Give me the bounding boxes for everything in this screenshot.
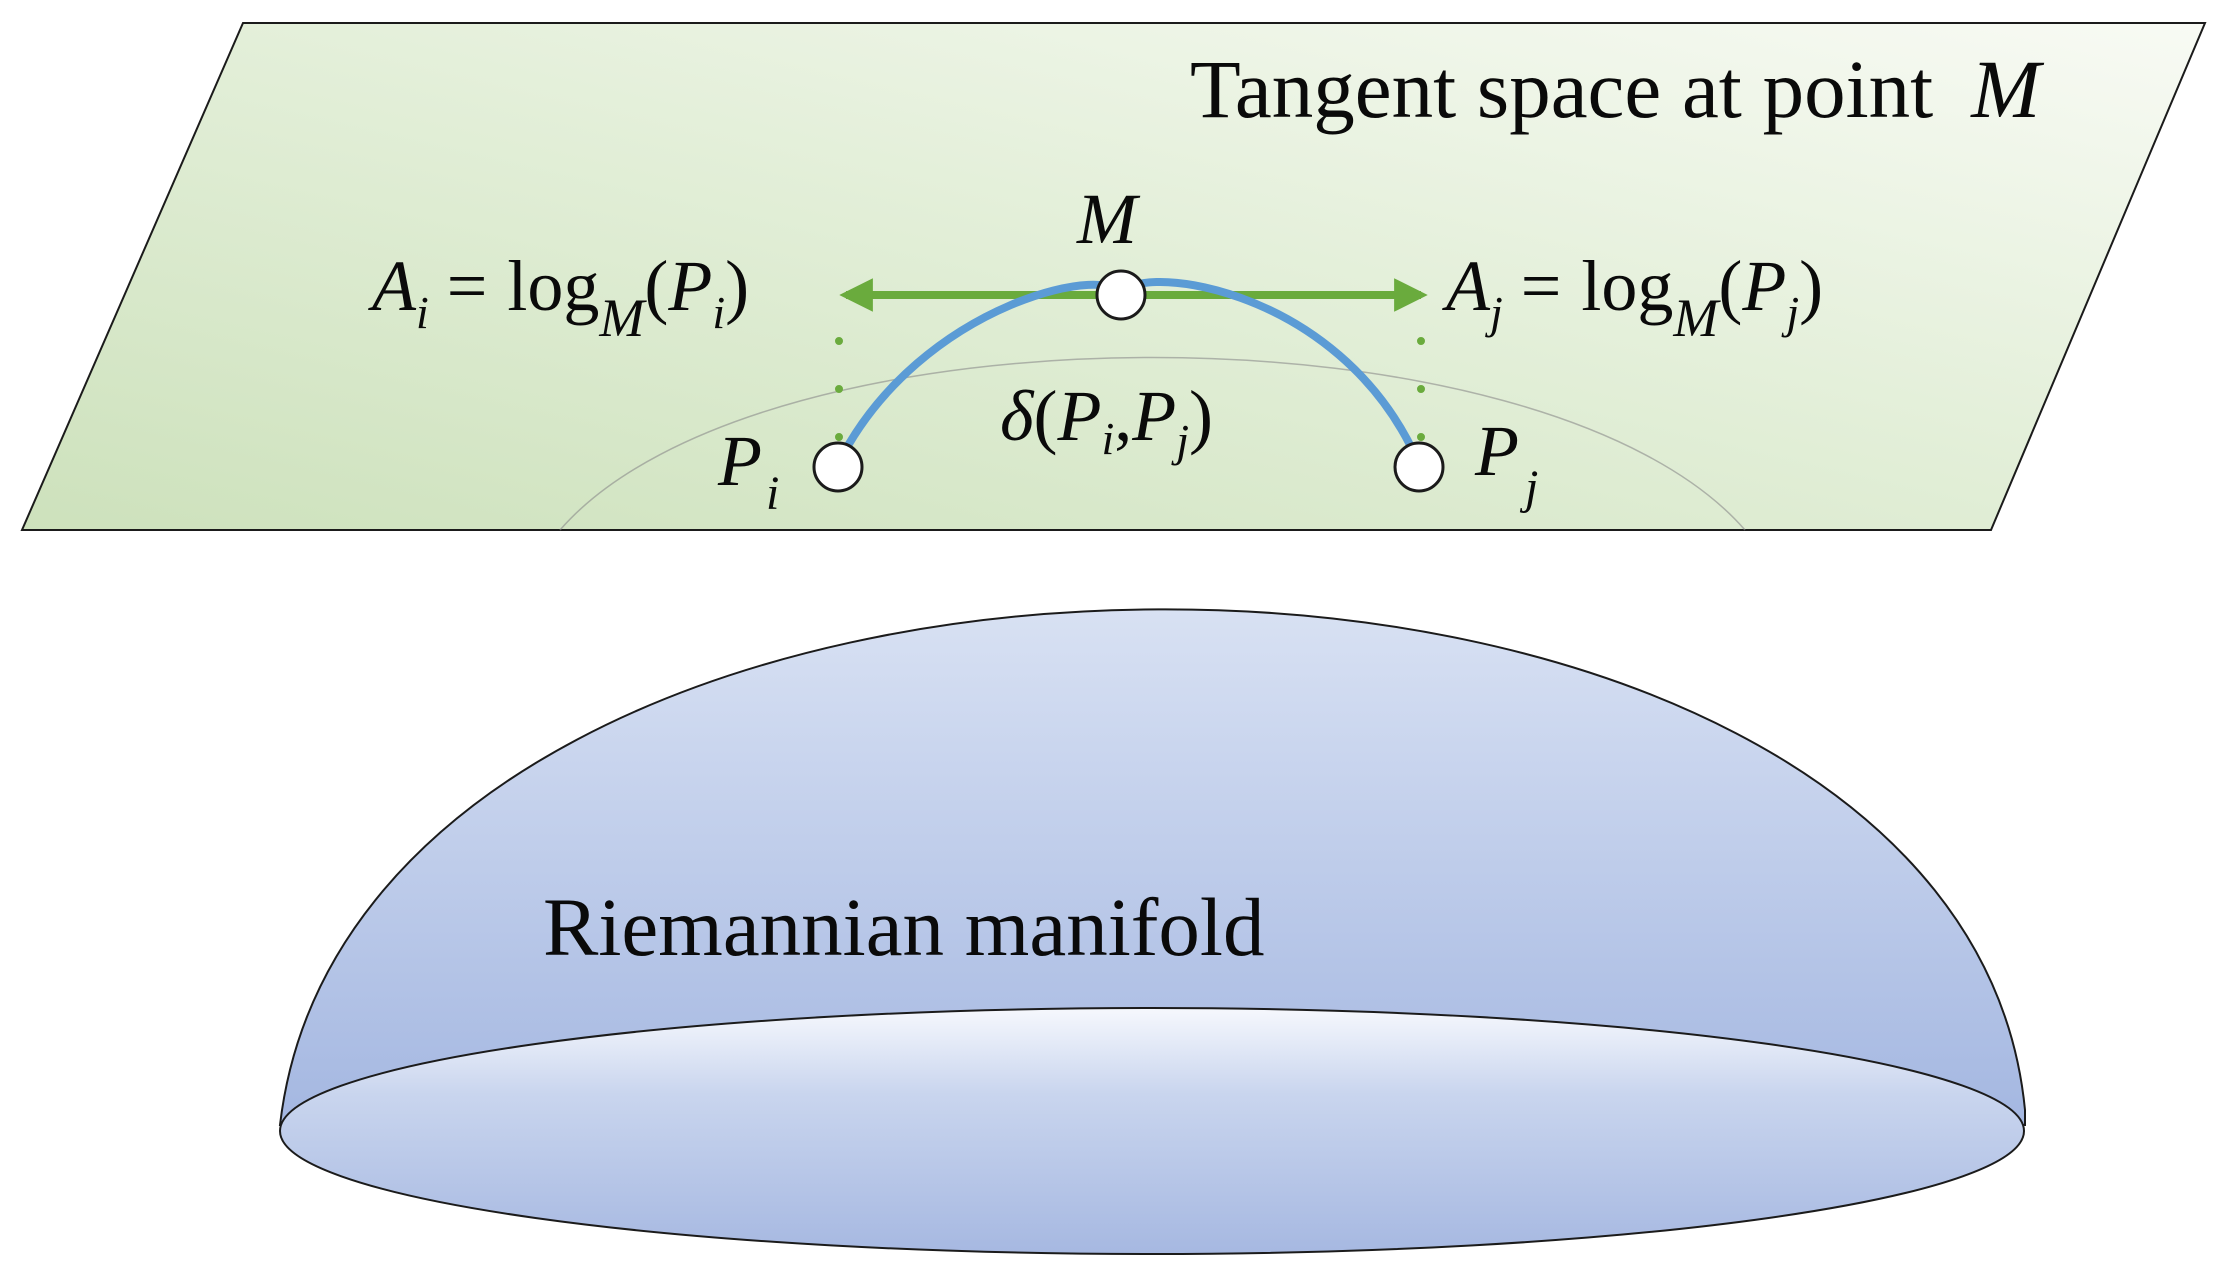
- point-pi-label: Pi: [717, 421, 779, 520]
- geodesic-distance-label: δ(Pi,Pj): [1000, 376, 1213, 466]
- point-m: [1095, 269, 1147, 321]
- point-pi: [812, 441, 864, 493]
- formula-ai-log: Ai=logM(Pi): [368, 246, 749, 348]
- riemannian-manifold: [278, 608, 2026, 1255]
- point-m-label: M: [1076, 179, 1141, 259]
- manifold-dome: [278, 608, 2026, 1126]
- manifold-label: Riemannian manifold: [543, 881, 1264, 973]
- point-pj: [1393, 441, 1445, 493]
- formula-aj-log: Aj=logM(Pj): [1442, 246, 1823, 348]
- manifold-base-ellipse: [279, 1007, 2025, 1255]
- dome-outline-through-plane: [559, 356, 1746, 531]
